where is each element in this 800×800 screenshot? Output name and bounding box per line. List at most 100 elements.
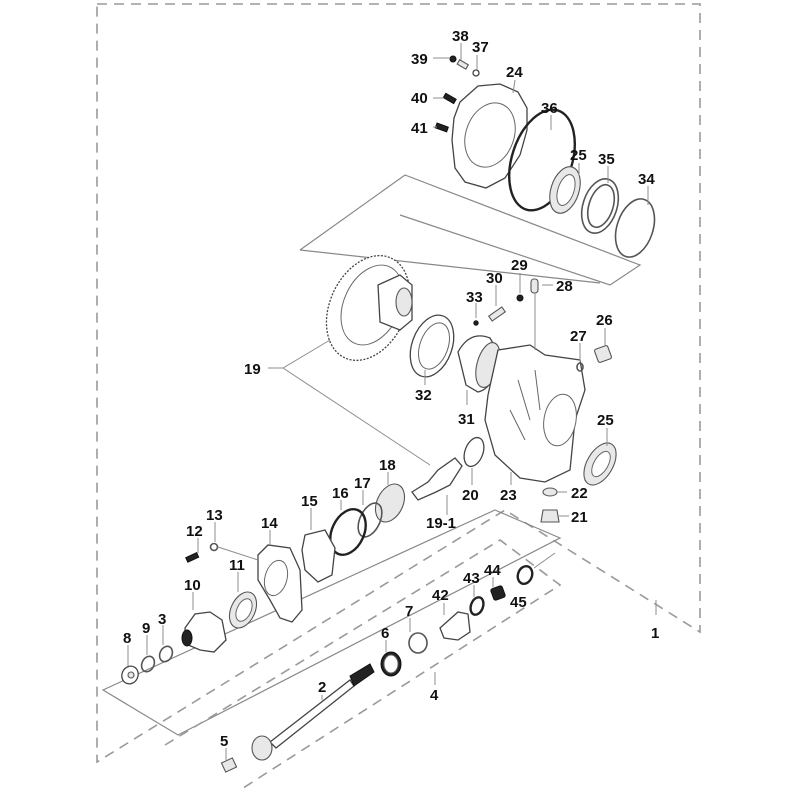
gear-group-frame-lower: [299, 249, 601, 284]
callout-3[interactable]: 3: [158, 611, 166, 628]
part-2-spline: [349, 663, 375, 687]
callout-labels: 1 2 3 4 5 6 7 8 9 10 11 12 13 14 15 16 1…: [123, 28, 659, 750]
part-11-seal-inner: [235, 598, 253, 622]
callout-36[interactable]: 36: [541, 100, 558, 117]
leader-24: [512, 79, 516, 94]
callout-10[interactable]: 10: [184, 577, 201, 594]
part-33-pin: [473, 320, 479, 326]
part-2-shaft: [269, 679, 355, 749]
callout-35[interactable]: 35: [598, 151, 615, 168]
callout-26[interactable]: 26: [596, 312, 613, 329]
leader-19: [268, 339, 331, 369]
callout-31[interactable]: 31: [458, 411, 475, 428]
part-25-seal-top-inner: [556, 174, 576, 206]
callout-19-1[interactable]: 19-1: [426, 515, 456, 532]
callout-39[interactable]: 39: [411, 51, 428, 68]
part-35-shim-inner: [586, 183, 616, 229]
part-24-inner: [464, 102, 516, 168]
callout-40[interactable]: 40: [411, 90, 428, 107]
leader-19-lower: [282, 367, 431, 466]
part-2-hub: [251, 735, 273, 761]
part-18-bearing: [374, 483, 406, 523]
callout-30[interactable]: 30: [486, 270, 503, 287]
part-16-o-ring: [329, 508, 367, 556]
part-38-pin: [456, 59, 470, 70]
assembly-4-solid-frame: [101, 509, 562, 736]
part-9-ring: [140, 655, 156, 673]
callout-34[interactable]: 34: [638, 171, 655, 188]
part-37-washer: [472, 69, 480, 77]
callout-6[interactable]: 6: [381, 625, 389, 642]
part-21-plug: [540, 509, 560, 523]
callout-22[interactable]: 22: [571, 485, 588, 502]
callout-5[interactable]: 5: [220, 733, 228, 750]
assembly-4-outline: [164, 539, 562, 791]
part-45-ring: [516, 565, 534, 585]
callout-9[interactable]: 9: [142, 620, 150, 637]
assembly-1-outline: [96, 3, 701, 764]
part-35-shim: [580, 178, 620, 234]
axle-group: [220, 552, 556, 773]
part-6-cap-face: [383, 654, 399, 674]
part-14-case-bore: [263, 559, 289, 597]
callout-12[interactable]: 12: [186, 523, 203, 540]
part-41-bolt: [434, 122, 449, 133]
callout-32[interactable]: 32: [415, 387, 432, 404]
callout-25-top[interactable]: 25: [570, 147, 587, 164]
callout-42[interactable]: 42: [432, 587, 449, 604]
callout-8[interactable]: 8: [123, 630, 131, 647]
callout-14[interactable]: 14: [261, 515, 278, 532]
part-20-ring: [463, 436, 485, 468]
part-26-drain-plug: [594, 345, 612, 363]
part-39-bolt: [449, 55, 457, 63]
part-34-ring: [614, 198, 656, 258]
callout-11[interactable]: 11: [229, 557, 245, 574]
part-22-washer: [542, 487, 558, 497]
callout-4[interactable]: 4: [430, 687, 439, 704]
callout-2[interactable]: 2: [318, 679, 326, 696]
callout-19[interactable]: 19: [244, 361, 261, 378]
callout-7[interactable]: 7: [405, 603, 413, 620]
part-12-bolt: [185, 551, 200, 563]
part-28-plug: [530, 278, 539, 294]
callout-17[interactable]: 17: [354, 475, 371, 492]
assembly-outlines: [96, 3, 701, 791]
callout-29[interactable]: 29: [511, 257, 528, 274]
part-3-ring: [158, 645, 174, 663]
part-10-bore: [181, 629, 193, 647]
callout-45[interactable]: 45: [510, 594, 527, 611]
part-7-clamp: [408, 632, 428, 654]
callout-15[interactable]: 15: [301, 493, 318, 510]
callout-21[interactable]: 21: [571, 509, 588, 526]
leader-13-dash: [217, 546, 259, 561]
callout-23[interactable]: 23: [500, 487, 517, 504]
part-42-boot: [439, 611, 471, 641]
callout-18[interactable]: 18: [379, 457, 396, 474]
part-40-bolt: [442, 92, 457, 105]
callout-13[interactable]: 13: [206, 507, 223, 524]
callout-28[interactable]: 28: [556, 278, 573, 295]
part-29-ball: [516, 294, 524, 302]
callout-44[interactable]: 44: [484, 562, 501, 579]
callout-24[interactable]: 24: [506, 64, 523, 81]
callout-37[interactable]: 37: [472, 39, 489, 56]
callout-25-side[interactable]: 25: [597, 412, 614, 429]
callout-20[interactable]: 20: [462, 487, 479, 504]
part-5-bushing: [220, 757, 238, 773]
callout-27[interactable]: 27: [570, 328, 587, 345]
part-15-gasket: [301, 529, 336, 583]
part-8-seal-center: [127, 671, 135, 679]
front-case-group: [121, 472, 406, 685]
callout-16[interactable]: 16: [332, 485, 349, 502]
cover-group: [433, 43, 656, 258]
leader-45-link: [533, 552, 556, 569]
callout-41[interactable]: 41: [411, 120, 428, 137]
callout-1[interactable]: 1: [651, 625, 659, 642]
callout-43[interactable]: 43: [463, 570, 480, 587]
callout-33[interactable]: 33: [466, 289, 483, 306]
callout-38[interactable]: 38: [452, 28, 469, 45]
part-25-seal-side-inner: [591, 450, 611, 478]
part-19-1-pinion: [411, 457, 463, 501]
part-23-housing: [484, 344, 586, 483]
